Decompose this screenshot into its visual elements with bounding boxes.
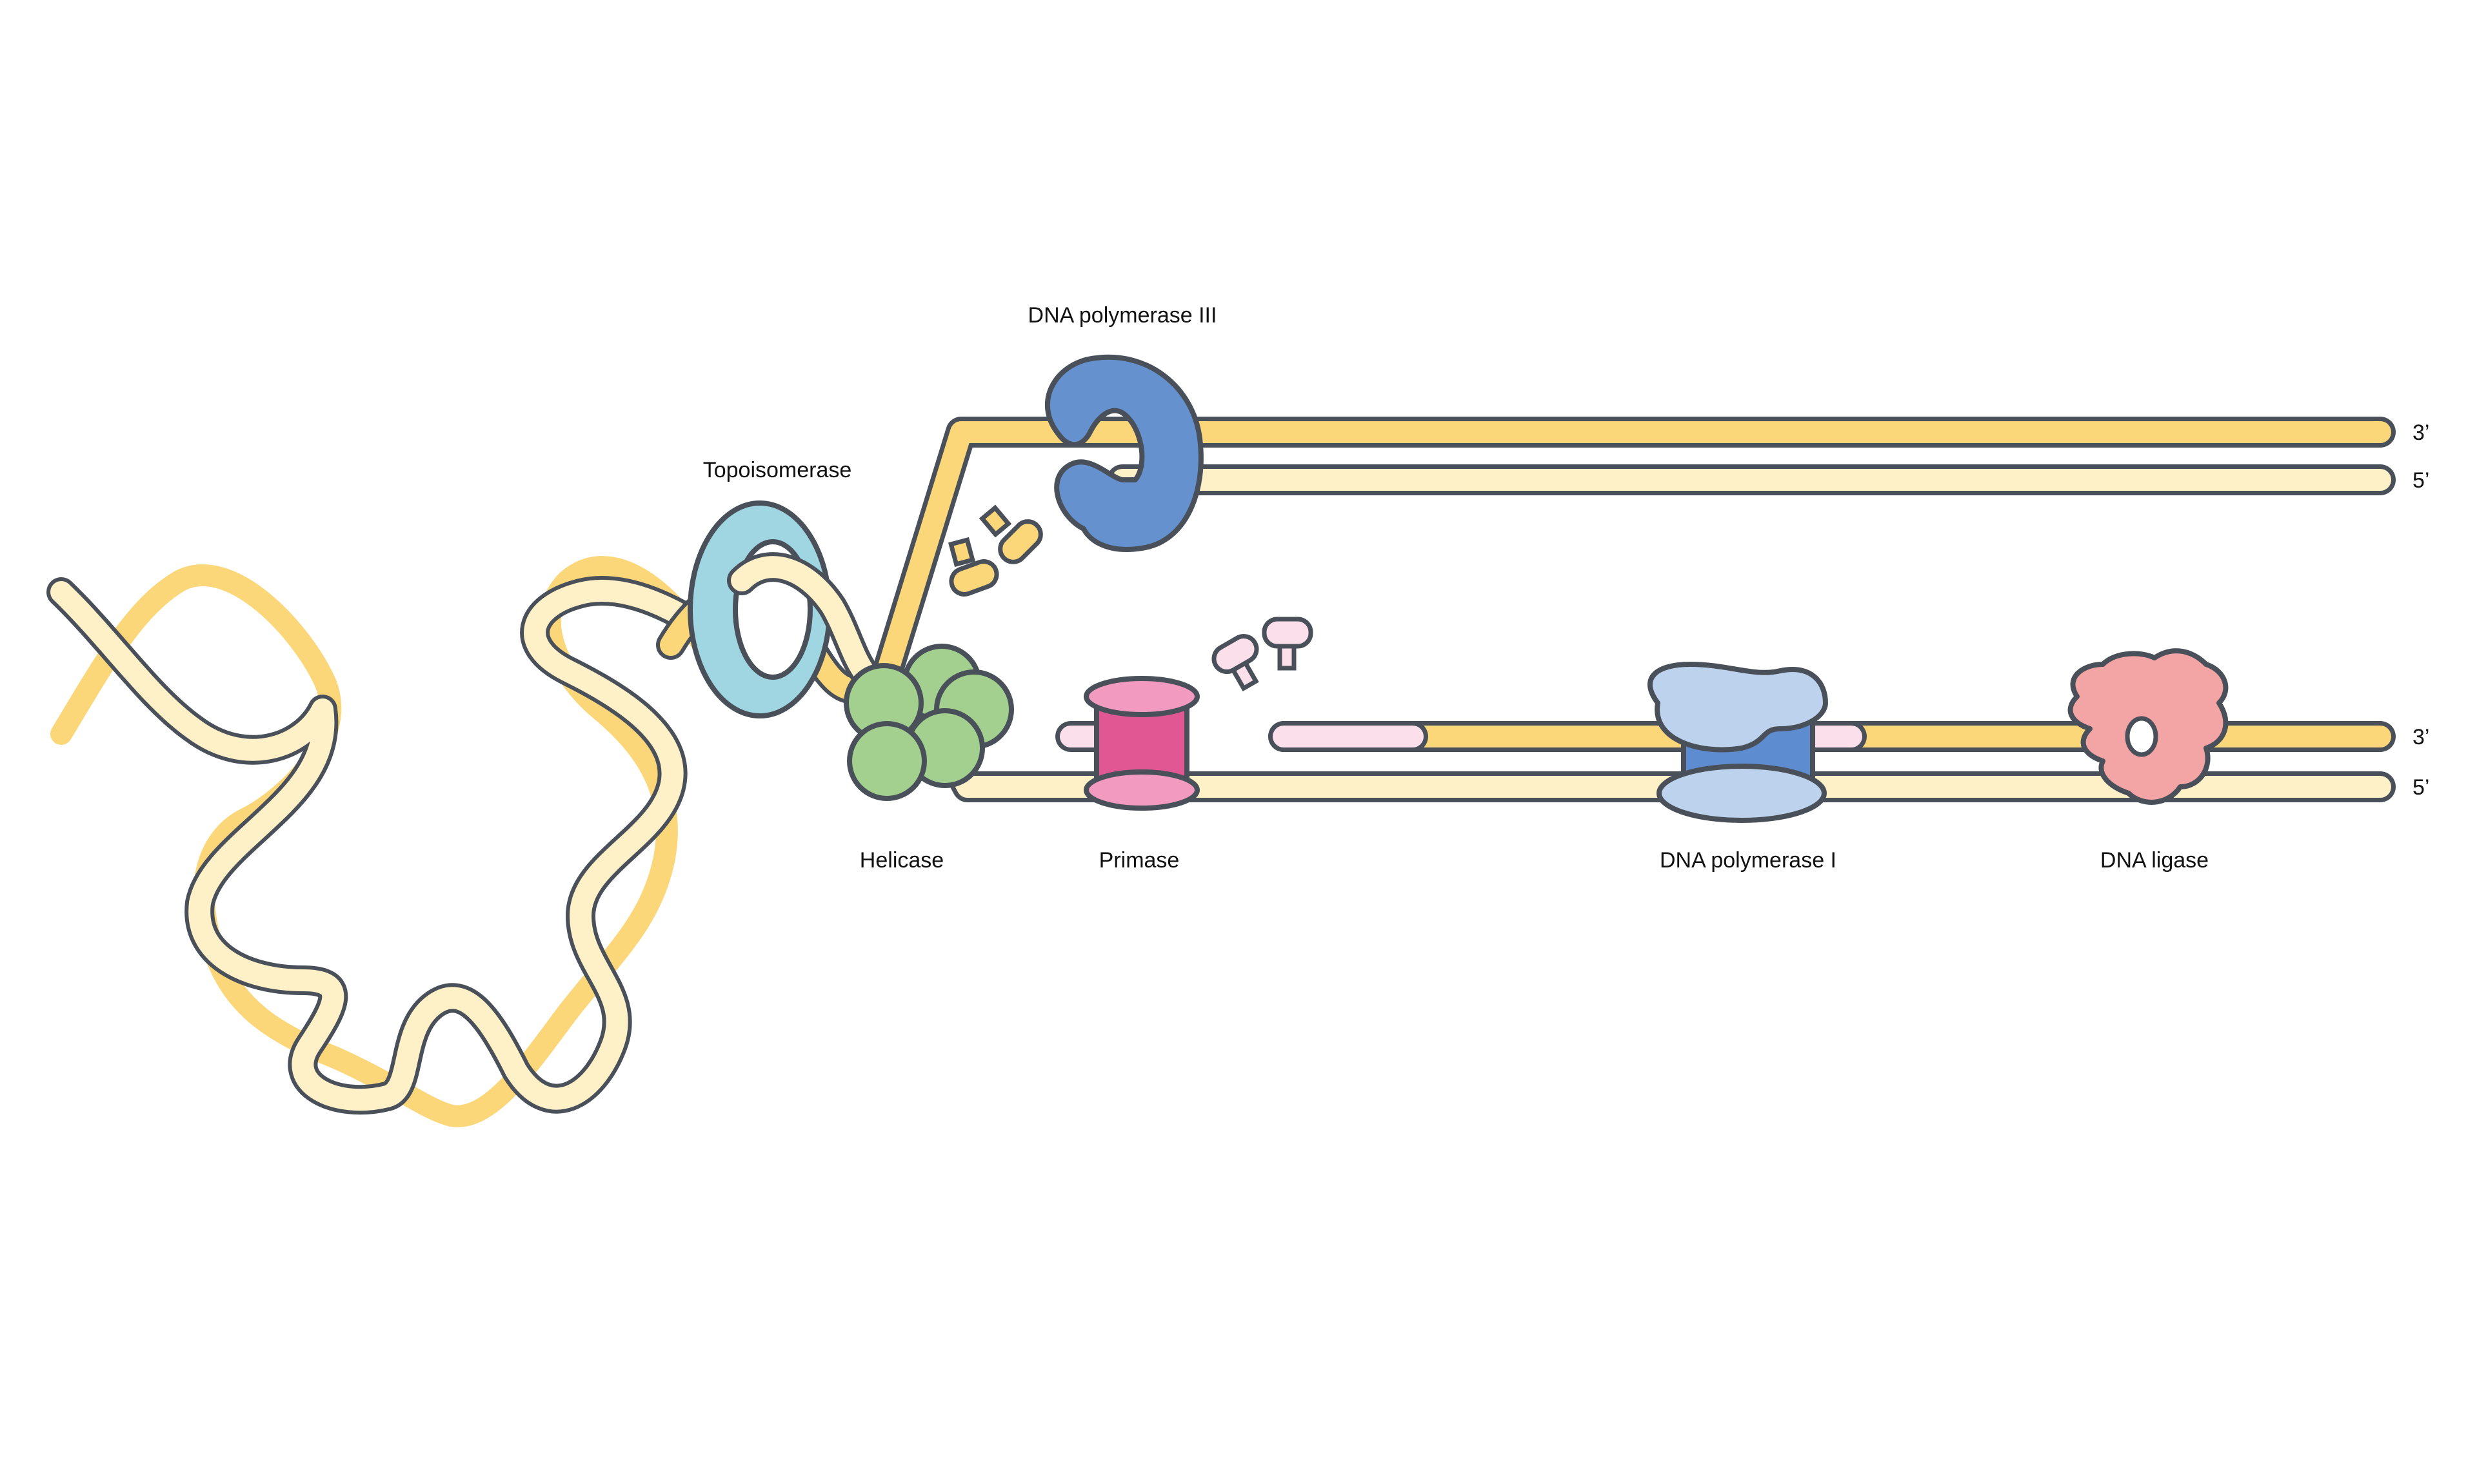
label-dna-polymerase-i: DNA polymerase I bbox=[1660, 848, 1836, 873]
label-primase: Primase bbox=[1099, 848, 1180, 873]
helicase bbox=[844, 644, 1014, 801]
free-rna-nucleotides bbox=[1211, 617, 1313, 692]
label-topoisomerase: Topoisomerase bbox=[703, 458, 852, 482]
dna-polymerase-i bbox=[1647, 662, 1828, 823]
polymerase-iii-body bbox=[1044, 354, 1204, 552]
label-helicase: Helicase bbox=[860, 848, 944, 873]
primase-bottom bbox=[1084, 769, 1200, 811]
ligase-hole bbox=[2125, 716, 2158, 757]
nucleotide bbox=[979, 504, 1043, 564]
dna-polymerase-iii bbox=[1044, 354, 1204, 552]
label-dna-ligase: DNA ligase bbox=[2100, 848, 2209, 873]
label-dna-polymerase-iii: DNA polymerase III bbox=[1028, 303, 1217, 328]
leading-strand-template-fill bbox=[873, 421, 2391, 695]
polymerase-i-head bbox=[1647, 662, 1828, 753]
free-nucleotides bbox=[948, 504, 1043, 597]
rna-nucleotide bbox=[1211, 634, 1259, 692]
rna-nucleotide bbox=[1262, 617, 1313, 671]
dna-ligase bbox=[2067, 648, 2229, 805]
end-label-lagging-top: 3’ bbox=[2412, 725, 2429, 749]
primase-top bbox=[1084, 676, 1200, 717]
end-label-lagging-bottom: 5’ bbox=[2412, 775, 2429, 800]
end-label-leading-top: 3’ bbox=[2412, 420, 2429, 445]
polymerase-i-base bbox=[1656, 764, 1827, 823]
helicase-subunit bbox=[847, 721, 927, 801]
helix-front-strand-fill bbox=[50, 580, 753, 1111]
end-label-leading-bottom: 5’ bbox=[2412, 468, 2429, 493]
nucleotide bbox=[948, 537, 999, 597]
primase bbox=[1084, 676, 1200, 811]
